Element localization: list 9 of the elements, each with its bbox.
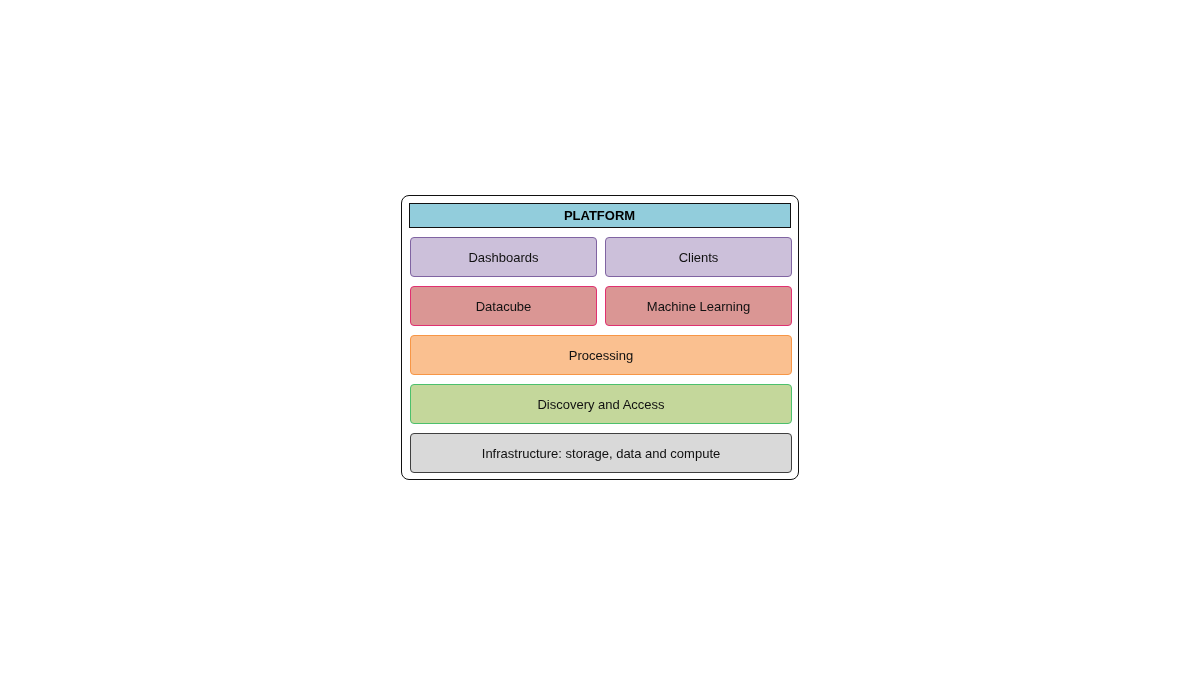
header-band: PLATFORM — [408, 202, 791, 228]
layer-band: Processing — [410, 335, 792, 375]
layer-box: Dashboards — [410, 237, 597, 277]
layer-band: Discovery and Access — [410, 384, 792, 424]
layer-box: Datacube — [410, 286, 597, 326]
layer-band: Infrastructure: storage, data and compute — [410, 433, 792, 473]
layer-box: Clients — [605, 237, 792, 277]
layer-box: Machine Learning — [605, 286, 792, 326]
platform-frame — [401, 195, 799, 480]
